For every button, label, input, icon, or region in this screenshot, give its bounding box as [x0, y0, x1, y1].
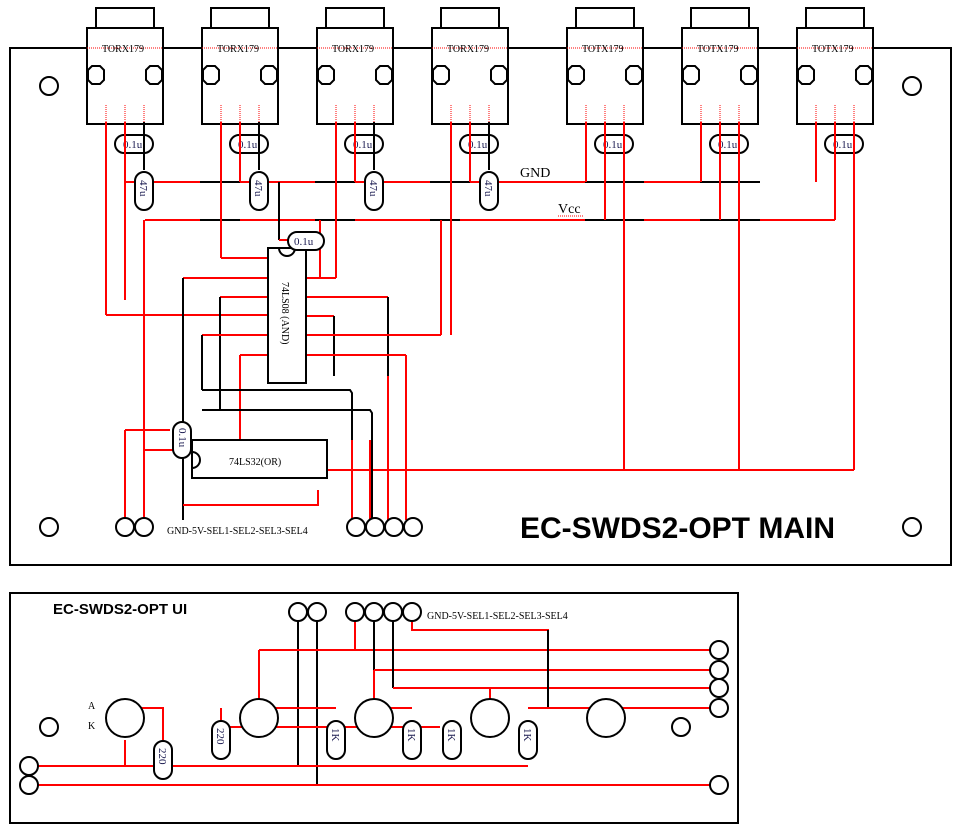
ui-edge-pads — [19, 640, 729, 795]
cap-decoupling: 0.1u — [709, 134, 749, 154]
cap-electrolytic: 47u — [479, 171, 499, 211]
svg-text:1K: 1K — [445, 728, 457, 742]
cap-electrolytic: 47u — [134, 171, 154, 211]
ui-board-title: EC-SWDS2-OPT UI — [53, 601, 187, 618]
optical-transmitter-module: TOTX179 — [796, 7, 874, 125]
resistor: 1K — [326, 720, 346, 760]
cap-decoupling: 0.1u — [459, 134, 499, 154]
main-board-outline — [9, 47, 952, 566]
ic-74ls08: 74LS08 (AND) — [267, 247, 307, 384]
module-label: TOTX179 — [812, 44, 853, 55]
optical-receiver-module: TORX179 — [86, 7, 164, 125]
module-label: TORX179 — [332, 44, 374, 55]
optical-transmitter-module: TOTX179 — [681, 7, 759, 125]
ic-74ls32-label: 74LS32(OR) — [229, 457, 281, 468]
svg-text:1K: 1K — [521, 728, 533, 742]
cap-decoupling: 0.1u — [824, 134, 864, 154]
cap-decoupling: 0.1u — [344, 134, 384, 154]
mounting-hole — [902, 517, 922, 537]
svg-text:0.1u: 0.1u — [123, 139, 143, 151]
main-board-title: EC-SWDS2-OPT MAIN — [520, 512, 835, 545]
vcc-net-label: Vcc — [558, 202, 581, 217]
optical-transmitter-module: TOTX179 — [566, 7, 644, 125]
main-connector-label: GND-5V-SEL1-SEL2-SEL3-SEL4 — [167, 526, 308, 537]
svg-text:47u: 47u — [252, 180, 264, 197]
svg-text:220: 220 — [214, 728, 226, 745]
led-anode-label: A — [88, 701, 96, 712]
ui-power-pads — [288, 602, 327, 622]
ui-connector — [345, 602, 422, 622]
optical-receiver-module: TORX179 — [431, 7, 509, 125]
mounting-hole — [39, 717, 59, 737]
svg-text:220: 220 — [156, 748, 168, 765]
mounting-hole — [39, 517, 59, 537]
svg-text:0.1u: 0.1u — [176, 428, 188, 448]
optical-receiver-module: TORX179 — [201, 7, 279, 125]
resistor: 220 — [211, 720, 231, 760]
svg-text:1K: 1K — [405, 728, 417, 742]
cap-decoupling: 0.1u — [594, 134, 634, 154]
svg-text:47u: 47u — [482, 180, 494, 197]
cap-and-decoupling: 0.1u — [287, 231, 325, 251]
gnd-net-label: GND — [520, 166, 550, 181]
svg-text:0.1u: 0.1u — [468, 139, 488, 151]
svg-text:1K: 1K — [329, 728, 341, 742]
svg-text:0.1u: 0.1u — [603, 139, 623, 151]
module-label: TORX179 — [102, 44, 144, 55]
cap-decoupling: 0.1u — [114, 134, 154, 154]
svg-text:0.1u: 0.1u — [353, 139, 373, 151]
svg-text:0.1u: 0.1u — [294, 236, 314, 248]
optical-receiver-module: TORX179 — [316, 7, 394, 125]
resistor: 1K — [442, 720, 462, 760]
module-label: TORX179 — [217, 44, 259, 55]
ic-74ls08-label: 74LS08 (AND) — [279, 282, 290, 345]
resistor: 220 — [153, 740, 173, 780]
mounting-hole — [671, 717, 691, 737]
svg-text:0.1u: 0.1u — [718, 139, 738, 151]
module-label: TOTX179 — [582, 44, 623, 55]
svg-text:0.1u: 0.1u — [833, 139, 853, 151]
ic-74ls32: 74LS32(OR) — [191, 439, 328, 479]
led-sel4 — [586, 698, 626, 738]
cap-electrolytic: 47u — [364, 171, 384, 211]
resistor: 1K — [402, 720, 422, 760]
led-cathode-label: K — [88, 721, 96, 732]
cap-or-decoupling: 0.1u — [172, 421, 192, 459]
led-sel2 — [354, 698, 394, 738]
module-label: TORX179 — [447, 44, 489, 55]
module-label: TOTX179 — [697, 44, 738, 55]
mounting-hole — [39, 76, 59, 96]
cap-electrolytic: 47u — [249, 171, 269, 211]
ui-connector-label: GND-5V-SEL1-SEL2-SEL3-SEL4 — [427, 611, 568, 622]
mounting-hole — [902, 76, 922, 96]
svg-text:0.1u: 0.1u — [238, 139, 258, 151]
led-sel3 — [470, 698, 510, 738]
ui-board-frame — [9, 592, 739, 824]
cap-decoupling: 0.1u — [229, 134, 269, 154]
svg-text:47u: 47u — [367, 180, 379, 197]
led-sel1 — [239, 698, 279, 738]
resistor: 1K — [518, 720, 538, 760]
module-signal-traces — [105, 122, 855, 520]
svg-text:47u: 47u — [137, 180, 149, 197]
led-power: A K — [88, 698, 145, 738]
main-connector — [115, 517, 423, 537]
